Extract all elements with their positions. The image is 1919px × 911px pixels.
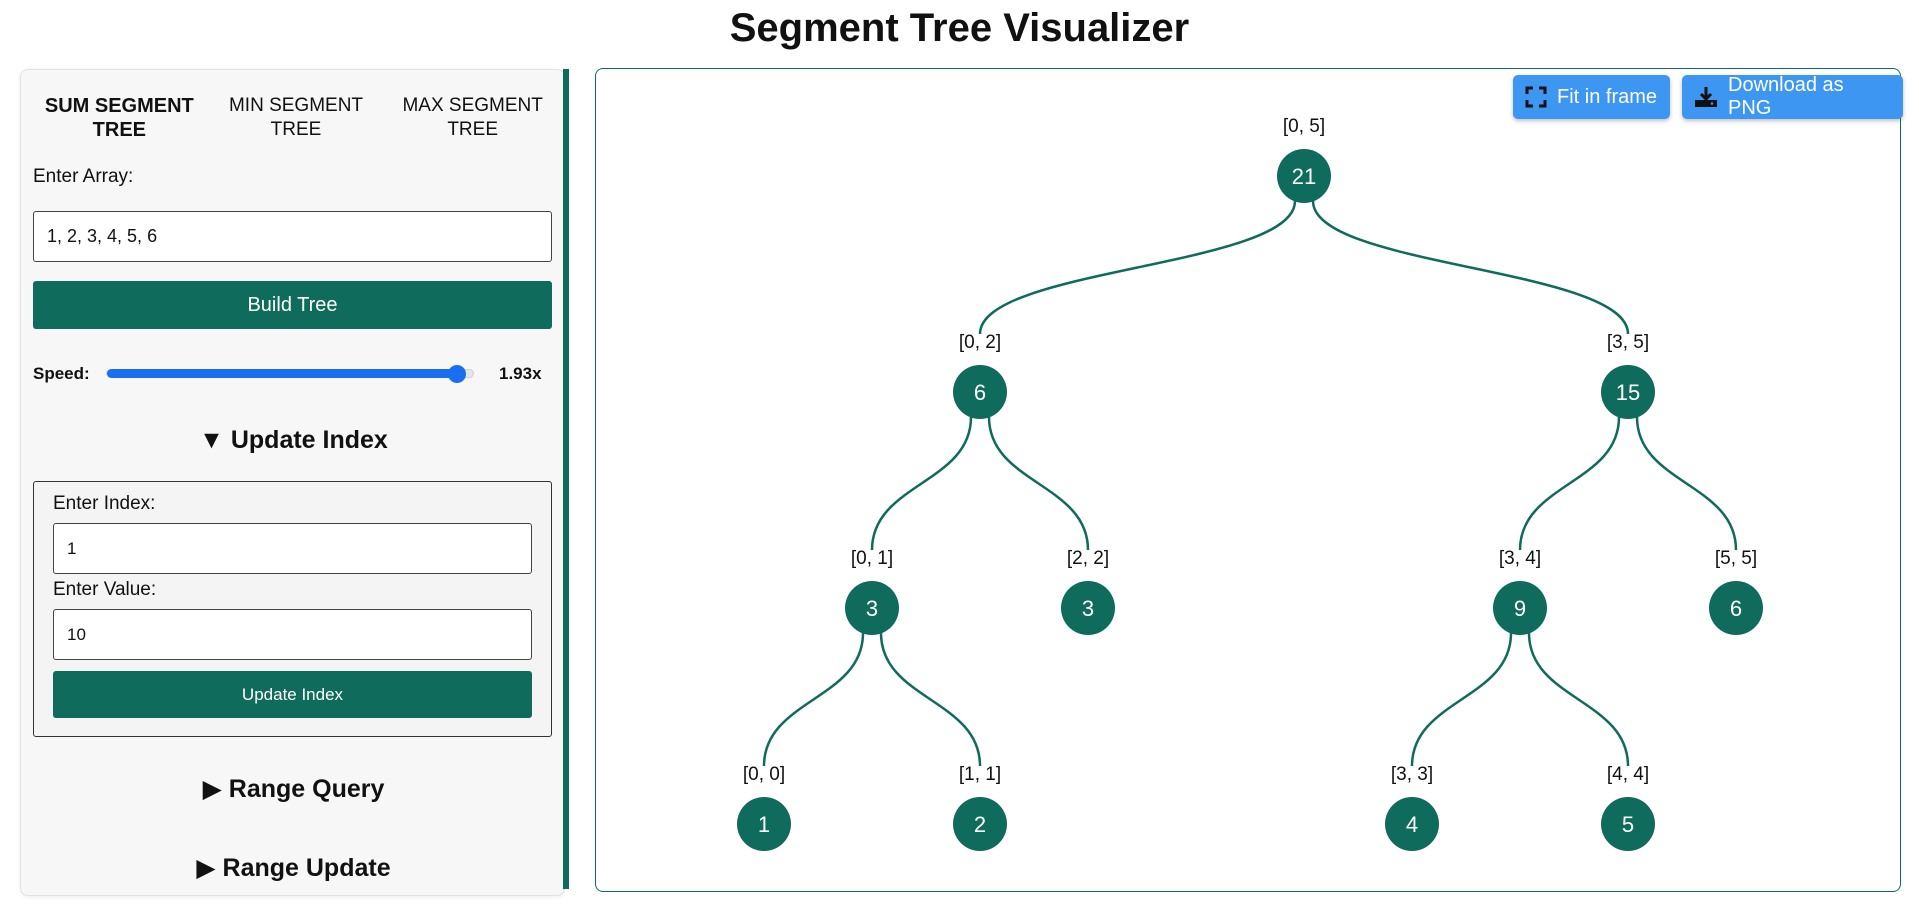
tree-type-tabs: SUM SEGMENT TREE MIN SEGMENT TREE MAX SE… [31,94,561,150]
tab-max-segment-tree[interactable]: MAX SEGMENT TREE [402,95,543,140]
value-input-label: Enter Value: [53,579,157,600]
node-value: 3 [1082,596,1094,621]
sidebar-divider [563,69,569,889]
tab-sum-segment-tree[interactable]: SUM SEGMENT TREE [44,95,194,141]
speed-slider[interactable] [106,365,474,383]
node-range-label: [0, 1] [851,548,893,569]
speed-slider-thumb[interactable] [447,365,466,383]
node-range-label: [1, 1] [959,764,1001,785]
update-index-panel: Enter Index: Enter Value: Update Index [33,481,552,737]
speed-slider-fill [107,369,457,378]
tree-edge [1518,416,1621,551]
node-circle[interactable] [737,797,791,851]
segment-tree-graph: [0, 5]21[0, 2]6[3, 5]15[0, 1]3[2, 2]3[3,… [737,116,1763,851]
tree-node[interactable]: [1, 1] 2 [953,764,1007,851]
node-circle[interactable] [1601,797,1655,851]
index-input[interactable] [53,523,532,574]
tree-node[interactable]: [2, 2] 3 [1061,548,1115,635]
tree-canvas[interactable]: [0, 5]21[0, 2]6[3, 5]15[0, 1]3[2, 2]3[3,… [595,68,1903,892]
tree-node[interactable]: [0, 0] 1 [737,764,791,851]
node-range-label: [0, 5] [1283,116,1325,137]
node-value: 9 [1514,596,1526,621]
range-query-toggle[interactable]: ▶ Range Query [202,775,385,803]
node-value: 15 [1616,380,1640,405]
download-icon [1694,85,1718,109]
node-range-label: [3, 4] [1499,548,1541,569]
node-value: 3 [866,596,878,621]
tree-node[interactable]: [0, 2] 6 [953,332,1007,419]
node-value: 4 [1406,812,1418,837]
node-range-label: [3, 5] [1607,332,1649,353]
fit-in-frame-label: Fit in frame [1557,85,1658,108]
tree-node[interactable]: [5, 5] 6 [1709,548,1763,635]
control-panel: SUM SEGMENT TREE MIN SEGMENT TREE MAX SE… [20,69,565,896]
download-png-label: Download as PNG [1728,74,1844,119]
build-tree-button[interactable]: Build Tree [33,281,552,329]
value-input[interactable] [53,609,532,660]
index-input-label: Enter Index: [53,493,156,514]
range-update-toggle[interactable]: ▶ Range Update [196,854,391,882]
tab-min-segment-tree[interactable]: MIN SEGMENT TREE [228,95,364,140]
node-circle[interactable] [1385,797,1439,851]
tree-edge [1635,416,1738,551]
tree-node[interactable]: [0, 1] 3 [845,548,899,635]
node-range-label: [5, 5] [1715,548,1757,569]
node-circle[interactable] [1709,581,1763,635]
node-range-label: [0, 2] [959,332,1001,353]
node-circle[interactable] [1277,149,1331,203]
node-value: 6 [974,380,986,405]
page-title: Segment Tree Visualizer [729,6,1190,50]
node-value: 2 [974,812,986,837]
tree-node[interactable]: [3, 5] 15 [1601,332,1655,419]
speed-value: 1.93x [499,364,542,383]
node-value: 5 [1622,812,1634,837]
node-range-label: [4, 4] [1607,764,1649,785]
fit-in-frame-button[interactable]: Fit in frame [1513,75,1670,119]
node-value: 6 [1730,596,1742,621]
tree-node[interactable]: [4, 4] 5 [1601,764,1655,851]
tree-node[interactable]: [0, 5] 21 [1277,116,1331,203]
tree-edge [870,416,973,551]
speed-label: Speed: [33,364,90,383]
speed-control: Speed: 1.93x [33,360,553,390]
node-circle[interactable] [953,365,1007,419]
array-input-label: Enter Array: [33,166,134,187]
download-png-button[interactable]: Download as PNG [1682,74,1903,119]
node-value: 1 [758,812,770,837]
fullscreen-icon [1525,86,1547,108]
node-range-label: [2, 2] [1067,548,1109,569]
node-circle[interactable] [1601,365,1655,419]
node-circle[interactable] [1493,581,1547,635]
tree-node[interactable]: [3, 4] 9 [1493,548,1547,635]
update-index-button[interactable]: Update Index [53,671,532,718]
node-range-label: [3, 3] [1391,764,1433,785]
tree-edge [1410,632,1513,767]
array-input[interactable] [33,211,552,262]
node-value: 21 [1292,164,1316,189]
tree-edge [978,200,1297,335]
node-circle[interactable] [953,797,1007,851]
update-index-toggle[interactable]: ▼ Update Index [199,426,388,454]
node-range-label: [0, 0] [743,764,785,785]
tree-edge [879,632,982,767]
tree-edge [987,416,1090,551]
tree-node[interactable]: [3, 3] 4 [1385,764,1439,851]
tree-edge [1527,632,1630,767]
tree-edge [762,632,865,767]
tree-edge [1311,200,1630,335]
node-circle[interactable] [1061,581,1115,635]
node-circle[interactable] [845,581,899,635]
